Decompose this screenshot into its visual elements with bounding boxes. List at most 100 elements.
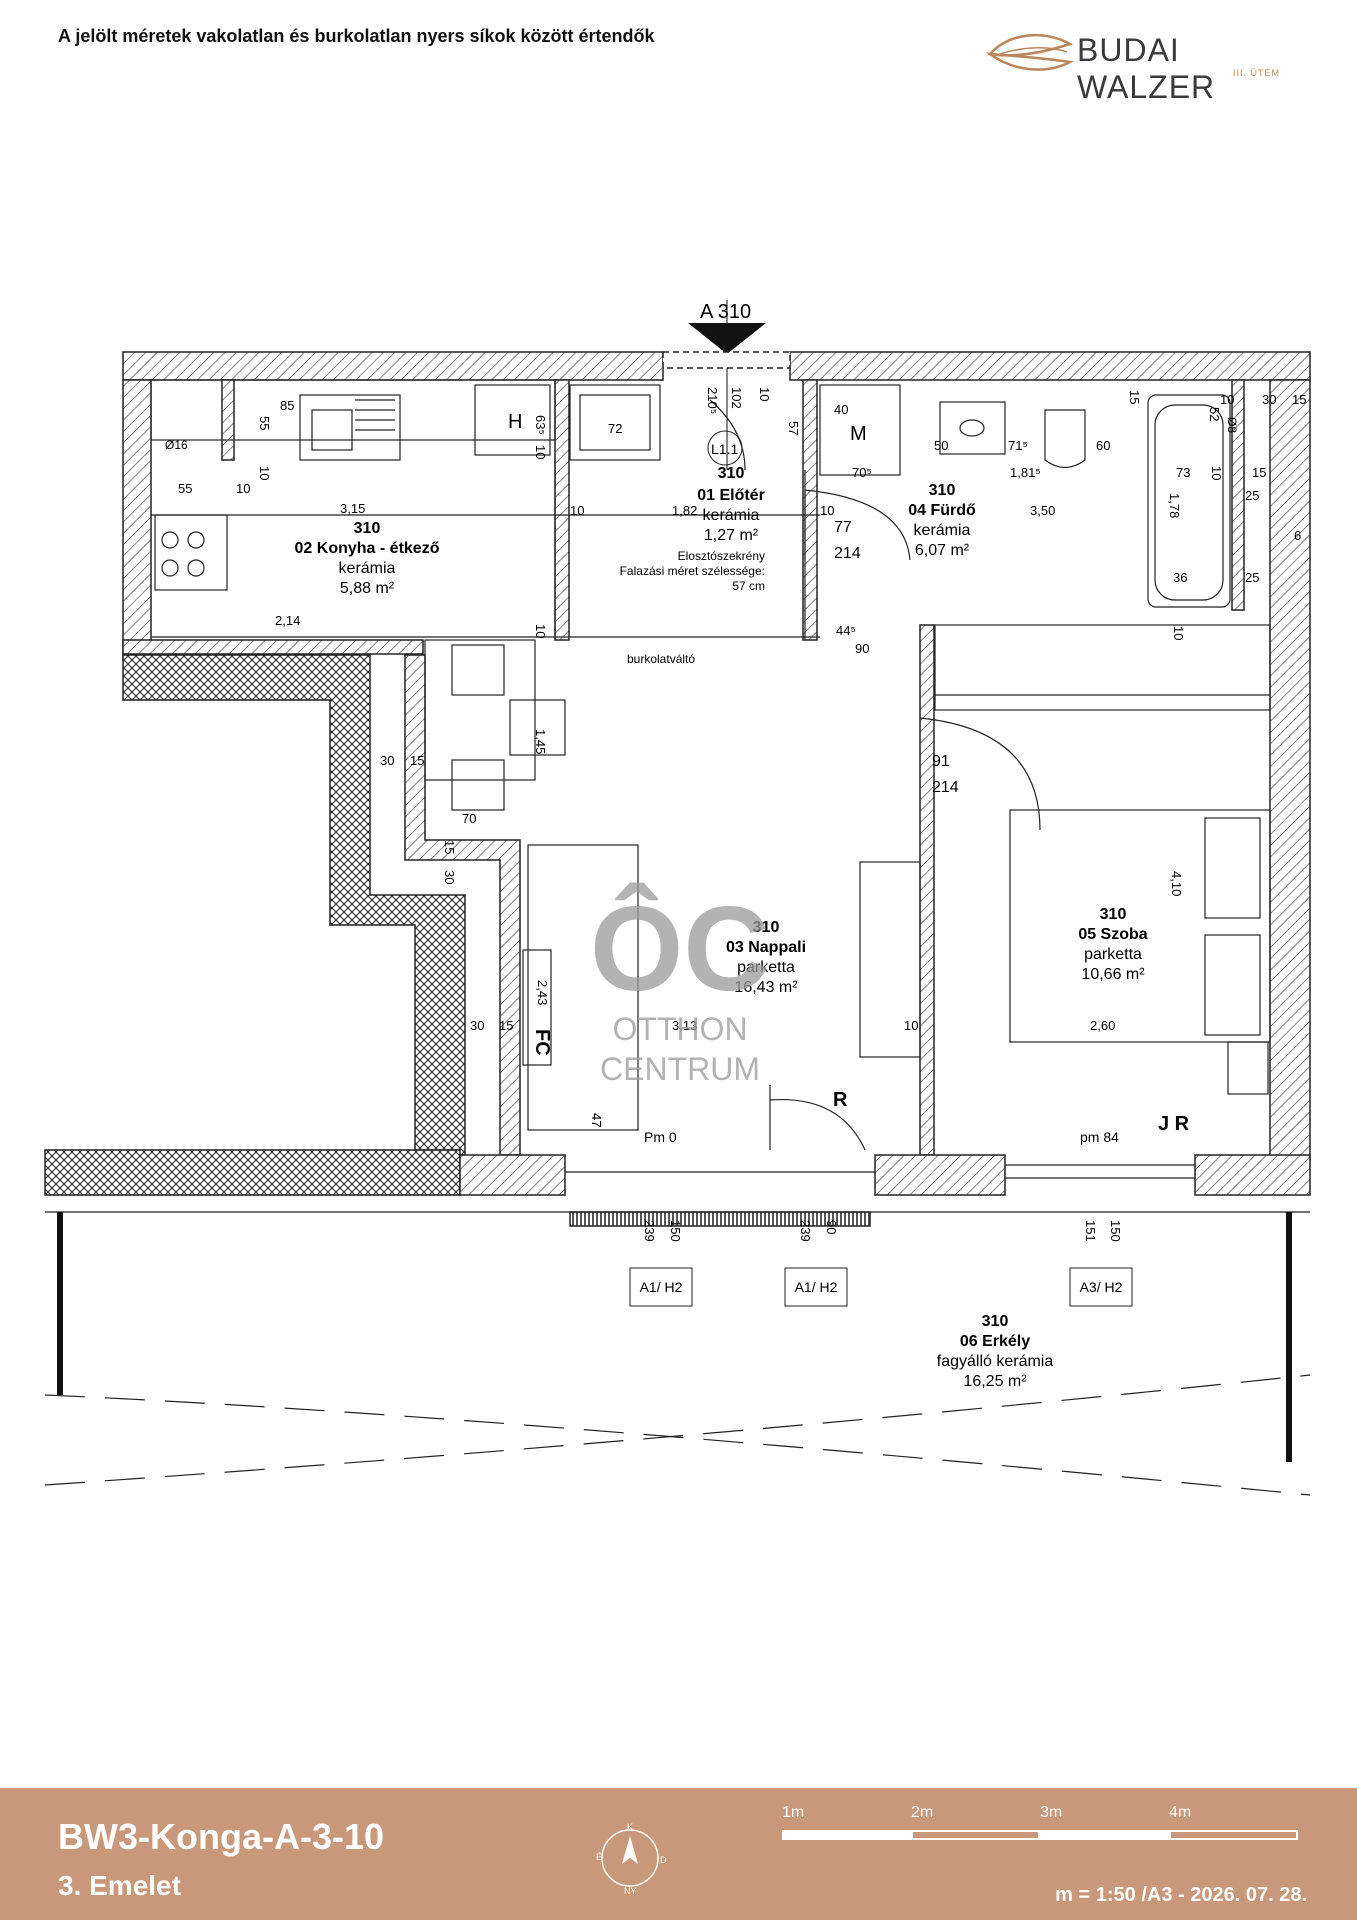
room-level: 310 (929, 482, 956, 499)
svg-text:15: 15 (1252, 465, 1266, 480)
svg-text:239: 239 (642, 1220, 657, 1242)
balcony-rails (57, 1212, 1292, 1462)
svg-text:10: 10 (257, 466, 272, 480)
svg-text:30: 30 (380, 753, 394, 768)
svg-text:Pm 0: Pm 0 (644, 1129, 677, 1145)
room-labels: 310 01 Előtér kerámia 1,27 m² 310 02 Kon… (295, 465, 1148, 1390)
svg-text:30: 30 (470, 1018, 484, 1033)
room-area: 1,27 m² (704, 527, 759, 544)
compass-icon: K É D NY (596, 1822, 667, 1896)
compass-letter: K (627, 1822, 633, 1832)
scale-label: 2m (911, 1804, 934, 1821)
apartment-code: BW3-Konga-A-3-10 (58, 1816, 385, 1857)
svg-text:4,10: 4,10 (1169, 871, 1184, 896)
room-area: 6,07 m² (915, 542, 970, 559)
svg-text:70: 70 (462, 811, 476, 826)
svg-text:1,78: 1,78 (1167, 493, 1182, 518)
svg-text:Ø8: Ø8 (1225, 417, 1239, 433)
svg-text:3,50: 3,50 (1030, 503, 1055, 518)
svg-text:151: 151 (1083, 1220, 1098, 1242)
svg-text:50: 50 (934, 438, 948, 453)
room-level: 310 (718, 465, 745, 482)
svg-text:Elosztószekrény: Elosztószekrény (678, 549, 765, 563)
floor-transition-note: burkolatváltó (627, 652, 695, 666)
room-name: 02 Konyha - étkező (295, 540, 440, 557)
svg-text:10: 10 (570, 503, 584, 518)
svg-text:60: 60 (1096, 438, 1110, 453)
symbols: H M R J R FC L1.1 Pm 0 pm 84 Ø16 Ø8 (165, 411, 1239, 1145)
room-name: 04 Fürdő (908, 502, 976, 519)
room-floor: kerámia (703, 507, 760, 524)
svg-text:73: 73 (1176, 465, 1190, 480)
svg-text:pm 84: pm 84 (1080, 1129, 1119, 1145)
svg-text:55: 55 (178, 481, 192, 496)
svg-text:10: 10 (820, 503, 834, 518)
svg-text:30: 30 (442, 870, 457, 884)
svg-text:91: 91 (932, 753, 950, 770)
scale-label: 3m (1040, 1804, 1063, 1821)
room-level: 310 (753, 919, 780, 936)
svg-text:214: 214 (932, 779, 959, 796)
window-tags: A1/ H2 A1/ H2 A3/ H2 (629, 1267, 1133, 1307)
room-floor: parketta (737, 959, 795, 976)
svg-text:15: 15 (1127, 390, 1142, 404)
room-floor: kerámia (914, 522, 971, 539)
svg-text:44⁵: 44⁵ (836, 623, 856, 638)
distribution-box-note: Elosztószekrény Falazási méret szélesség… (620, 549, 765, 593)
svg-text:6: 6 (1294, 528, 1301, 543)
room-name: 01 Előtér (697, 487, 765, 504)
svg-text:210⁵: 210⁵ (705, 387, 720, 414)
svg-text:57: 57 (786, 421, 801, 435)
svg-text:77: 77 (834, 519, 852, 536)
leaf-logo-icon (985, 33, 1074, 71)
watermark: ÔC OTTHON CENTRUM (590, 881, 770, 1087)
svg-text:70⁵: 70⁵ (852, 465, 872, 480)
room-name: 06 Erkély (960, 1333, 1030, 1350)
svg-text:10: 10 (904, 1018, 918, 1033)
svg-text:3,13: 3,13 (672, 1018, 697, 1033)
svg-text:57 cm: 57 cm (732, 579, 765, 593)
svg-text:10: 10 (1209, 466, 1224, 480)
svg-text:2,14: 2,14 (275, 613, 300, 628)
svg-text:25: 25 (1245, 488, 1259, 503)
watermark-line2: CENTRUM (600, 1051, 760, 1087)
watermark-line1: OTTHON (612, 1011, 747, 1047)
svg-text:52: 52 (1207, 407, 1222, 421)
svg-text:2,43: 2,43 (535, 980, 550, 1005)
room-area: 10,66 m² (1081, 966, 1145, 983)
scale-label: 1m (782, 1804, 805, 1821)
compass-letter: D (660, 1855, 667, 1865)
window-tag: A1/ H2 (795, 1279, 838, 1295)
svg-text:1,82: 1,82 (672, 503, 697, 518)
svg-text:15: 15 (499, 1018, 513, 1033)
svg-text:239: 239 (798, 1220, 813, 1242)
svg-text:15: 15 (442, 840, 457, 854)
svg-text:1,81⁵: 1,81⁵ (1010, 465, 1041, 480)
scale-bar (782, 1830, 1298, 1840)
svg-text:10: 10 (1171, 626, 1186, 640)
room-level: 310 (982, 1313, 1009, 1330)
room-floor: fagyálló kerámia (937, 1353, 1054, 1370)
svg-text:71⁵: 71⁵ (1008, 438, 1028, 453)
svg-text:85: 85 (280, 398, 294, 413)
svg-text:102: 102 (729, 387, 744, 409)
svg-text:15: 15 (410, 753, 424, 768)
svg-text:L1.1: L1.1 (711, 441, 738, 457)
brand-name: BUDAI WALZER (1077, 32, 1216, 105)
room-area: 5,88 m² (340, 580, 395, 597)
svg-text:M: M (850, 423, 867, 445)
title-block: BW3-Konga-A-3-10 3. Emelet K É D NY 1m 2… (0, 1788, 1357, 1920)
svg-text:72: 72 (608, 421, 622, 436)
svg-text:63⁵: 63⁵ (533, 415, 548, 435)
svg-text:1,45: 1,45 (533, 729, 548, 754)
floor-plan: A 310 (44, 300, 1311, 1496)
svg-text:10: 10 (533, 445, 548, 459)
svg-text:55: 55 (257, 416, 272, 430)
svg-text:H: H (508, 411, 522, 433)
svg-text:10: 10 (236, 481, 250, 496)
svg-text:10: 10 (757, 387, 772, 401)
brand-logo: BUDAI WALZER III. ÜTEM (985, 22, 1305, 105)
brand-subtitle: III. ÜTEM (1233, 68, 1280, 78)
svg-text:150: 150 (1108, 1220, 1123, 1242)
svg-text:90: 90 (824, 1220, 839, 1234)
